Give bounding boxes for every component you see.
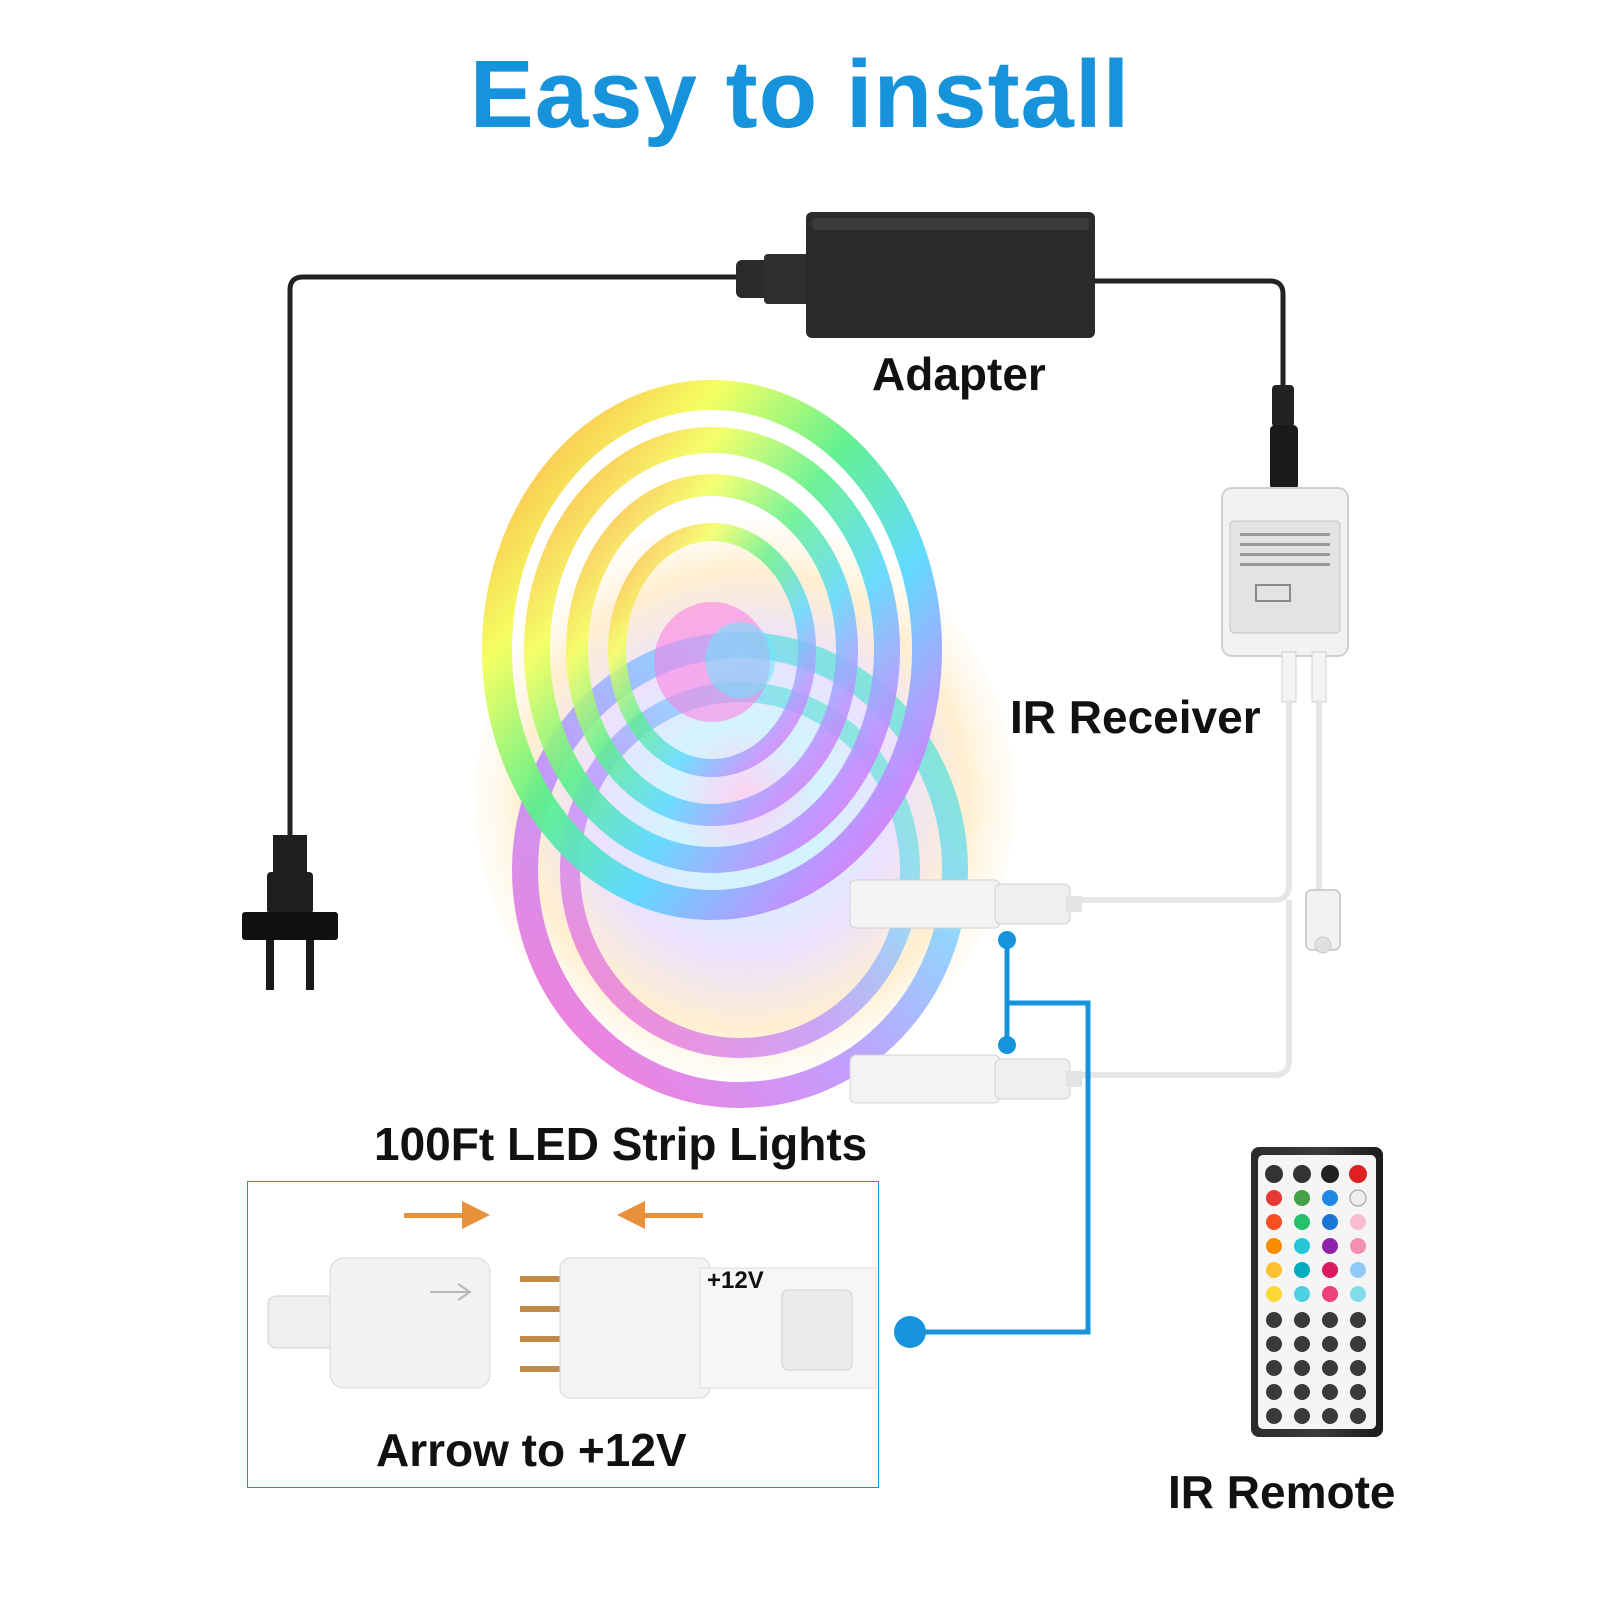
plug-icon [242,835,338,990]
ir-receiver-label: IR Receiver [1010,691,1261,743]
marker-dot [998,1036,1016,1054]
led-reel-icon [475,380,1015,1108]
strip-lights-label: 100Ft LED Strip Lights [374,1118,868,1170]
inset-connector-illustration [267,1257,877,1399]
plus12v-indicator-line [910,940,1091,1335]
connector-icon [849,879,1082,1104]
ir-sensor-icon [1305,889,1341,954]
marker-dot [894,1316,926,1348]
arrow-right-icon [404,1201,490,1229]
marker-dot [998,931,1016,949]
adapter-label: Adapter [872,348,1046,400]
arrow-left-icon [617,1201,703,1229]
ir-remote-label: IR Remote [1168,1466,1396,1518]
plus12v-label: +12V [707,1267,764,1294]
dc-connector-icon [1270,385,1298,490]
power-cable [287,274,1286,860]
receiver-cables [1080,700,1322,1078]
ir-remote-icon [1251,1147,1383,1437]
ir-receiver-icon [1221,487,1349,703]
page-title: Easy to install [469,41,1131,148]
inset-box [247,1181,879,1488]
adapter-icon [736,212,1095,338]
arrow-hint-label: Arrow to +12V [376,1424,687,1476]
